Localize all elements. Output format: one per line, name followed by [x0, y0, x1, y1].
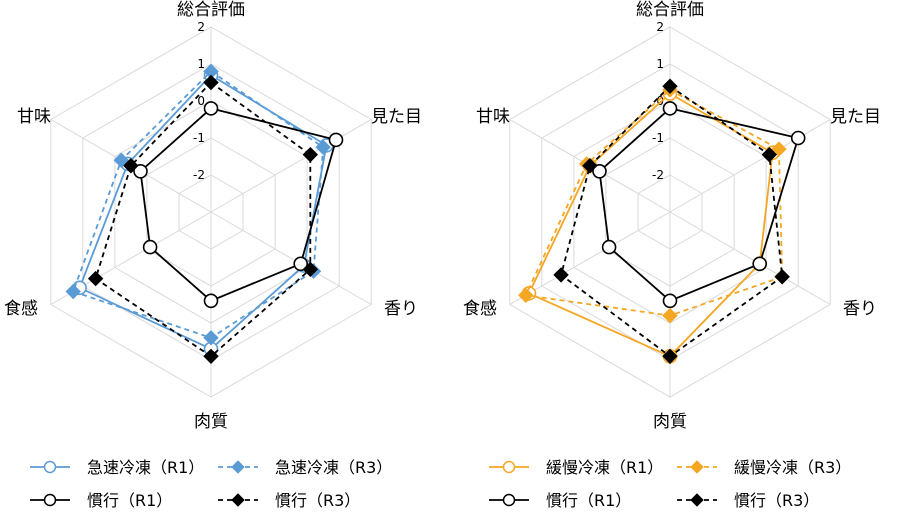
- data-point: [601, 239, 617, 255]
- legend-marker: [502, 460, 516, 474]
- tick-label: 1: [656, 57, 664, 71]
- data-point: [662, 101, 678, 116]
- legend-marker: [43, 493, 57, 507]
- legend-item: 慣行（R1）: [489, 491, 631, 510]
- data-point: [203, 101, 219, 116]
- axis-label: 肉質: [653, 412, 687, 432]
- grid-spoke: [210, 211, 372, 305]
- data-point: [518, 287, 534, 303]
- legend-marker: [231, 493, 245, 507]
- data-point: [203, 348, 219, 365]
- tick-label: 0: [197, 94, 205, 108]
- axis-label: 香り: [843, 299, 877, 319]
- legend-item: 急速冷凍（R3）: [218, 458, 392, 477]
- tick-label: 2: [197, 20, 205, 34]
- data-point: [752, 256, 768, 272]
- axis-label: 総合評価: [177, 0, 245, 20]
- legend: 緩慢冷凍（R1） 緩慢冷凍（R3） 慣行（R1） 慣行（R3）: [489, 458, 851, 510]
- data-point: [771, 141, 787, 157]
- data-point: [553, 267, 569, 283]
- series-4: [87, 74, 319, 365]
- data-point: [203, 74, 219, 91]
- legend-marker: [502, 493, 516, 507]
- grid-spoke: [669, 211, 831, 305]
- series-3: [592, 101, 806, 309]
- tick-label: -1: [652, 131, 664, 145]
- axis-label: 甘味: [17, 107, 51, 127]
- data-point: [203, 293, 219, 309]
- legend-item: 慣行（R3）: [677, 491, 819, 510]
- legend-item: 緩慢冷凍（R3）: [677, 458, 851, 477]
- axis-label: 食感: [4, 299, 38, 319]
- data-point: [790, 130, 806, 146]
- data-point: [662, 307, 678, 324]
- tick-label: 2: [656, 20, 664, 34]
- legend-label: 慣行（R3）: [275, 491, 360, 510]
- legend-label: 慣行（R3）: [734, 491, 819, 510]
- legend-marker: [690, 493, 704, 507]
- data-point: [293, 256, 309, 272]
- data-point: [328, 132, 344, 148]
- data-point: [123, 158, 139, 174]
- legend-label: 急速冷凍（R1）: [87, 458, 204, 477]
- data-point: [592, 164, 607, 179]
- axis-label: 香り: [384, 299, 418, 319]
- series-4: [553, 78, 790, 365]
- data-point: [582, 158, 598, 174]
- axis-label: 食感: [463, 299, 497, 319]
- axis-label: 総合評価: [636, 0, 704, 20]
- legend-item: 緩慢冷凍（R1）: [489, 458, 663, 477]
- series-line: [598, 107, 800, 302]
- legend-item: 急速冷凍（R1）: [30, 458, 204, 477]
- grid-spoke: [210, 119, 372, 213]
- legend-label: 慣行（R1）: [546, 491, 631, 510]
- axis-label: 見た目: [371, 107, 422, 127]
- legend: 急速冷凍（R1） 急速冷凍（R3） 慣行（R1） 慣行（R3）: [30, 458, 392, 510]
- data-point: [302, 146, 319, 163]
- axis-label: 見た目: [830, 107, 881, 127]
- data-point: [315, 139, 331, 155]
- legend-item: 慣行（R1）: [30, 491, 172, 510]
- series-3: [133, 101, 344, 309]
- tick-label: -1: [193, 131, 205, 145]
- data-point: [662, 348, 678, 365]
- legend-label: 緩慢冷凍（R1）: [546, 458, 663, 477]
- series-line: [94, 81, 312, 358]
- legend-label: 急速冷凍（R3）: [275, 458, 392, 477]
- legend-label: 緩慢冷凍（R3）: [734, 458, 851, 477]
- data-point: [203, 330, 219, 346]
- series-line: [527, 92, 774, 358]
- tick-label: -2: [652, 168, 664, 182]
- series-1: [521, 86, 780, 364]
- legend-marker: [690, 460, 704, 474]
- data-point: [142, 239, 158, 255]
- data-point: [761, 146, 778, 163]
- tick-label: 1: [197, 57, 205, 71]
- data-point: [133, 164, 148, 179]
- data-point: [65, 283, 81, 300]
- data-point: [662, 293, 678, 309]
- data-point: [662, 78, 678, 94]
- legend-marker: [43, 460, 57, 474]
- tick-label: -2: [193, 168, 205, 182]
- data-point: [774, 269, 790, 285]
- legend-item: 慣行（R3）: [218, 491, 360, 510]
- tick-label: 0: [656, 94, 664, 108]
- axis-label: 甘味: [476, 107, 510, 127]
- axis-label: 肉質: [194, 412, 228, 432]
- grid-spoke: [509, 211, 671, 305]
- legend-label: 慣行（R1）: [87, 491, 172, 510]
- data-point: [113, 152, 129, 168]
- data-point: [87, 270, 104, 287]
- legend-marker: [231, 460, 245, 474]
- data-point: [302, 261, 319, 278]
